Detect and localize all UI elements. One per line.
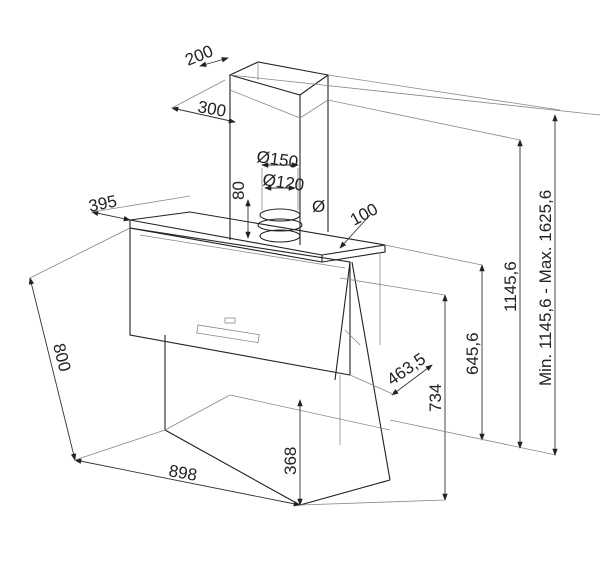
dim-395: 395 xyxy=(87,191,119,215)
chimney xyxy=(228,61,330,245)
dimension-lines xyxy=(28,57,600,507)
dim-100: 100 xyxy=(347,199,381,229)
dim-368: 368 xyxy=(281,447,300,475)
dim-1145: 1145,6 xyxy=(501,261,520,312)
dim-463: 463,5 xyxy=(383,349,429,389)
dim-height-range: Min. 1145,6 - Max. 1625,6 xyxy=(536,190,555,386)
dim-outlet-inner: Ø120 xyxy=(261,170,305,195)
dim-diameter: Ø xyxy=(312,197,325,216)
hood-body xyxy=(129,211,391,506)
dim-800: 800 xyxy=(49,341,74,373)
dim-645: 645,6 xyxy=(463,332,482,375)
dim-734: 734 xyxy=(426,384,445,412)
dim-80: 80 xyxy=(229,181,248,200)
outlet-collar xyxy=(257,168,303,243)
dim-898: 898 xyxy=(167,461,198,485)
dim-300: 300 xyxy=(196,97,227,121)
dim-200: 200 xyxy=(182,41,215,69)
